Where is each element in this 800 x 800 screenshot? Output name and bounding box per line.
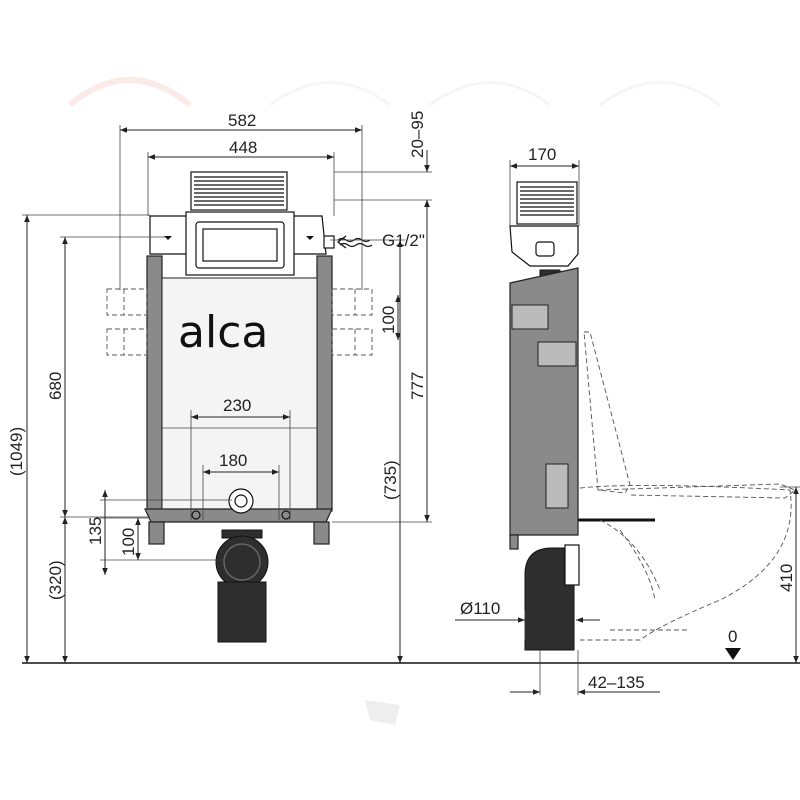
dim-230: 230 (223, 396, 251, 415)
dim-42-135: 42–135 (588, 673, 645, 692)
dim-100-inlet: 100 (379, 306, 398, 334)
bottom-watermark (365, 700, 400, 725)
dim-170: 170 (528, 145, 556, 164)
watermark-arcs (68, 77, 721, 108)
dim-diameter-110: Ø110 (460, 599, 500, 618)
front-outlet-ring (228, 488, 254, 514)
dim-777: 777 (408, 372, 427, 400)
front-view: alca G1/2" 582 448 230 180 100 (7, 111, 432, 663)
dim-448: 448 (229, 138, 257, 157)
front-left-brackets (106, 288, 148, 356)
dim-582: 582 (228, 111, 256, 130)
dim-135: 135 (86, 517, 105, 545)
floor-level-marker-icon (725, 648, 741, 660)
floor-level-label: 0 (728, 627, 737, 646)
front-right-brackets (331, 288, 373, 356)
dim-410: 410 (777, 564, 796, 592)
dim-1049: (1049) (7, 427, 26, 476)
dim-320: (320) (46, 560, 65, 600)
dim-100-foot: 100 (119, 528, 138, 556)
front-right-post (316, 255, 333, 512)
side-view: 170 Ø110 42–135 410 0 (455, 145, 800, 695)
inlet-arrow-icon (337, 235, 373, 249)
dim-180: 180 (219, 451, 247, 470)
dim-20-95: 20–95 (408, 111, 427, 158)
front-drain-pipe (217, 581, 267, 643)
brand-logo: alca (178, 307, 268, 358)
dim-680: 680 (46, 372, 65, 400)
front-left-post (146, 255, 163, 512)
side-toilet-bowl (579, 331, 796, 641)
front-cistern-top (190, 171, 288, 211)
inlet-thread-label: G1/2" (382, 231, 425, 250)
dim-735: (735) (381, 460, 400, 500)
